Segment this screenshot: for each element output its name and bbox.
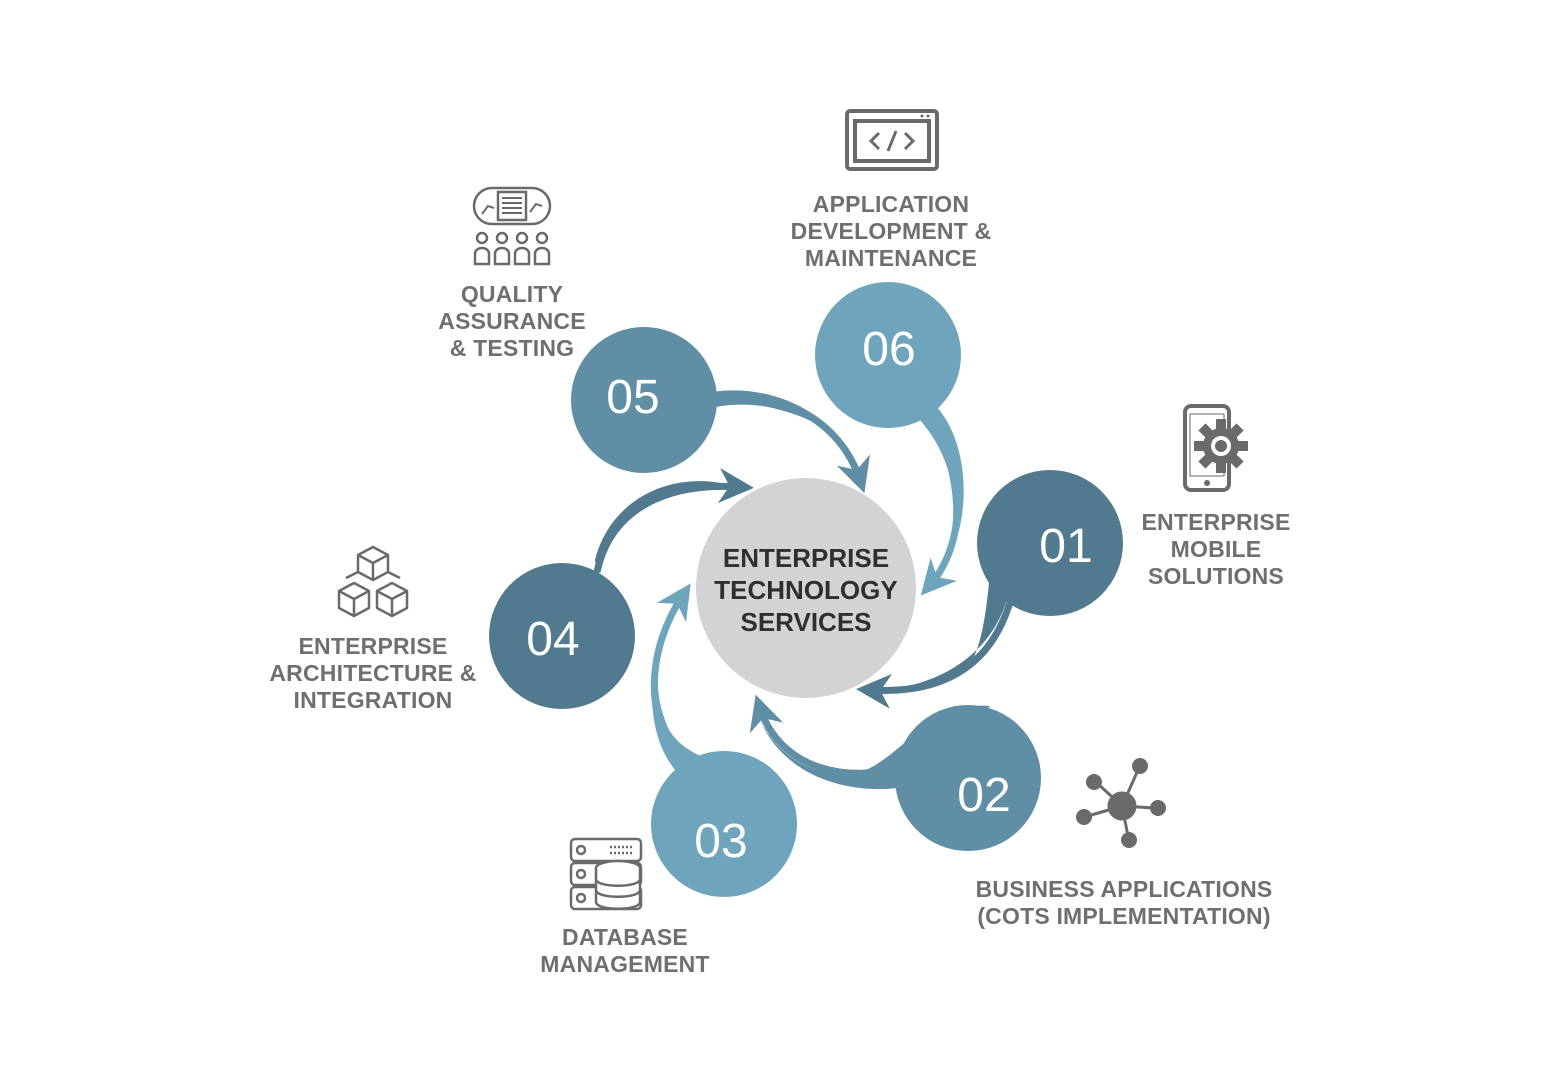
database-server-icon — [569, 837, 643, 911]
team-presentation-icon — [472, 186, 552, 266]
step-blob-02 — [760, 705, 1041, 851]
arrow-06-to-center — [920, 407, 961, 596]
arrow-02-to-center — [749, 694, 907, 777]
arrow-03-to-center — [650, 583, 703, 783]
step-number-02: 02 — [957, 769, 1010, 822]
arrow-05-to-center — [711, 392, 870, 494]
step-number-05: 05 — [606, 371, 659, 424]
step-number-04: 04 — [526, 613, 579, 666]
cubes-icon — [337, 545, 409, 618]
code-window-icon — [845, 109, 939, 171]
step-blob-06 — [815, 282, 964, 585]
step-label-04: ENTERPRISE ARCHITECTURE & INTEGRATION — [269, 633, 477, 713]
arrow-01-to-center — [856, 594, 1016, 709]
network-hub-icon — [1076, 758, 1166, 848]
step-label-01: ENTERPRISE MOBILE SOLUTIONS — [1141, 509, 1291, 589]
step-number-03: 03 — [694, 815, 747, 868]
mobile-gear-icon — [1183, 404, 1248, 492]
arrow-04-to-center — [593, 468, 754, 573]
step-number-06: 06 — [862, 323, 915, 376]
step-blob-04 — [489, 481, 730, 709]
center-circle — [696, 478, 916, 698]
step-label-05: QUALITY ASSURANCE & TESTING — [438, 281, 586, 361]
step-label-06: APPLICATION DEVELOPMENT & MAINTENANCE — [790, 191, 992, 271]
step-blob-03 — [651, 605, 797, 897]
step-label-02: BUSINESS APPLICATIONS (COTS IMPLEMENTATI… — [975, 876, 1273, 929]
step-blob-01 — [870, 470, 1123, 691]
center-title: ENTERPRISE TECHNOLOGY SERVICES — [714, 543, 898, 637]
step-number-01: 01 — [1039, 520, 1092, 573]
step-label-03: DATABASE MANAGEMENT — [540, 924, 710, 977]
